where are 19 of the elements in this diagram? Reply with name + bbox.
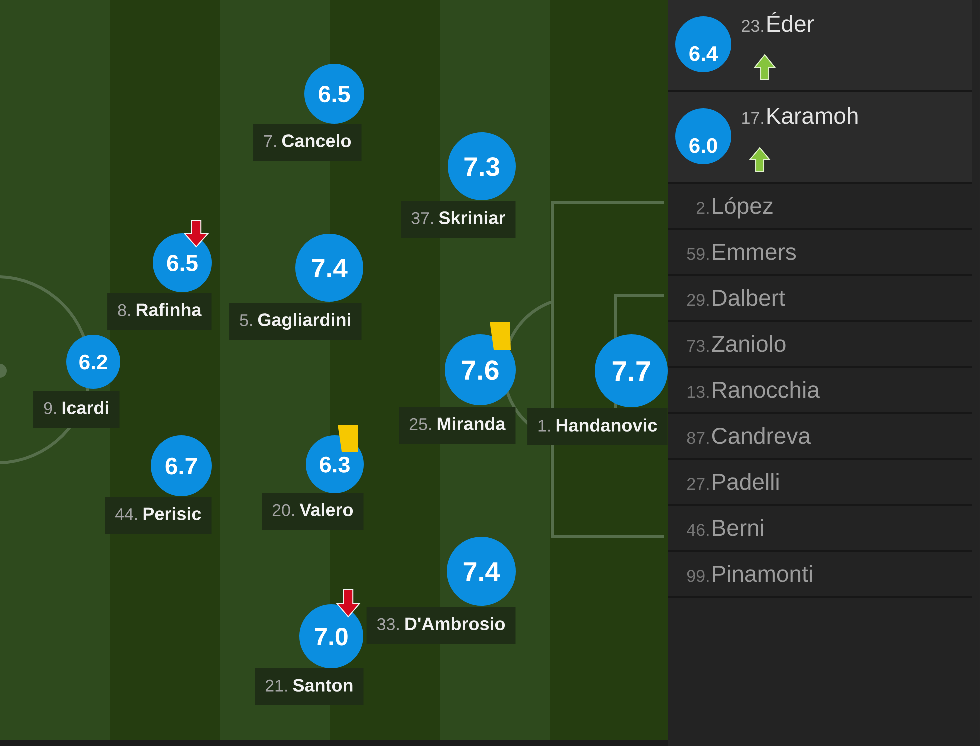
player-label: 8. Rafinha <box>108 293 212 330</box>
player-label: 25. Miranda <box>399 407 516 444</box>
list-row: 46. Berni <box>668 519 972 552</box>
player-label: 20. Valero <box>262 493 364 530</box>
list-row: 59. Emmers <box>668 244 972 276</box>
list-row: 27. Padelli <box>668 473 972 506</box>
list-row: 13. Ranocchia <box>668 381 972 414</box>
list-row: 29. Dalbert <box>668 289 972 322</box>
player-label: 33. D'Ambrosio <box>366 607 516 644</box>
list-row: 87. Candreva <box>668 427 972 460</box>
list-row: 73.Zaniolo <box>668 335 972 368</box>
player-label: 21. Santon <box>255 668 364 706</box>
list-row: 99. Pinamonti <box>668 565 972 598</box>
player-label: 5. Gagliardini <box>230 303 362 340</box>
player-label: 9. Icardi <box>34 391 120 428</box>
player-label: 37. Skriniar <box>401 201 516 238</box>
player-label: 44. Perisic <box>105 497 212 534</box>
player-label: 7. Cancelo <box>254 124 362 161</box>
player-label: 1. Handanovic <box>528 408 668 446</box>
